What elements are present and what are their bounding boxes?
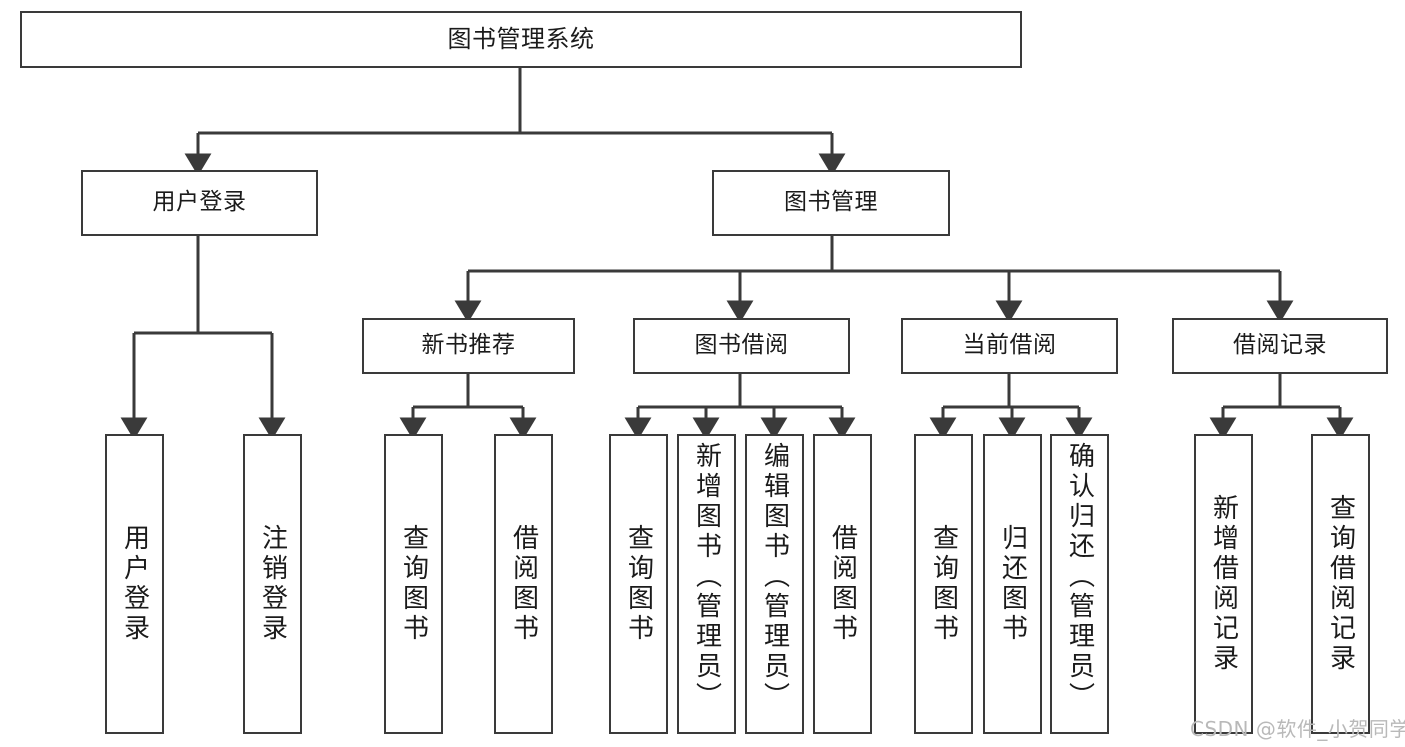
node-root-book-management-system[interactable]: 图书管理系统: [20, 11, 1022, 68]
node-book-borrowing[interactable]: 图书借阅: [633, 318, 850, 374]
node-label: 用户登录: [152, 189, 247, 216]
leaf-edit-book-admin[interactable]: 编辑图书（管理员）: [745, 434, 804, 734]
node-label: 查询图书: [928, 524, 959, 644]
leaf-query-books-current[interactable]: 查询图书: [914, 434, 973, 734]
leaf-borrow-books[interactable]: 借阅图书: [813, 434, 872, 734]
leaf-user-login[interactable]: 用户登录: [105, 434, 164, 734]
node-label: 注销登录: [257, 524, 288, 644]
leaf-add-borrow-record[interactable]: 新增借阅记录: [1194, 434, 1253, 734]
leaf-query-books-recommend[interactable]: 查询图书: [384, 434, 443, 734]
node-label: 查询图书: [623, 524, 654, 644]
node-label: 借阅记录: [1233, 332, 1327, 359]
leaf-confirm-return-admin[interactable]: 确认归还（管理员）: [1050, 434, 1109, 734]
node-borrowing-records[interactable]: 借阅记录: [1172, 318, 1388, 374]
node-label: 图书管理系统: [447, 25, 595, 54]
node-label: 编辑图书（管理员）: [759, 442, 790, 712]
node-label: 借阅图书: [508, 524, 539, 644]
node-new-book-recommendation[interactable]: 新书推荐: [362, 318, 575, 374]
node-label: 查询借阅记录: [1325, 494, 1356, 674]
leaf-logout[interactable]: 注销登录: [243, 434, 302, 734]
node-label: 借阅图书: [827, 524, 858, 644]
node-label: 查询图书: [398, 524, 429, 644]
node-label: 用户登录: [119, 524, 150, 644]
watermark: CSDN @软件_小贺同学: [1190, 717, 1405, 741]
node-label: 确认归还（管理员）: [1064, 442, 1095, 712]
node-user-login[interactable]: 用户登录: [81, 170, 318, 236]
node-label: 新增图书（管理员）: [691, 442, 722, 712]
leaf-return-books[interactable]: 归还图书: [983, 434, 1042, 734]
leaf-add-book-admin[interactable]: 新增图书（管理员）: [677, 434, 736, 734]
node-label: 新增借阅记录: [1208, 494, 1239, 674]
node-current-borrowing[interactable]: 当前借阅: [901, 318, 1118, 374]
node-label: 当前借阅: [962, 332, 1057, 359]
node-label: 图书管理: [784, 189, 878, 216]
leaf-query-borrow-record[interactable]: 查询借阅记录: [1311, 434, 1370, 734]
node-label: 归还图书: [997, 524, 1028, 644]
leaf-query-books-borrow[interactable]: 查询图书: [609, 434, 668, 734]
node-label: 新书推荐: [421, 332, 516, 359]
leaf-borrow-books-recommend[interactable]: 借阅图书: [494, 434, 553, 734]
node-book-management[interactable]: 图书管理: [712, 170, 950, 236]
node-label: 图书借阅: [694, 332, 789, 359]
